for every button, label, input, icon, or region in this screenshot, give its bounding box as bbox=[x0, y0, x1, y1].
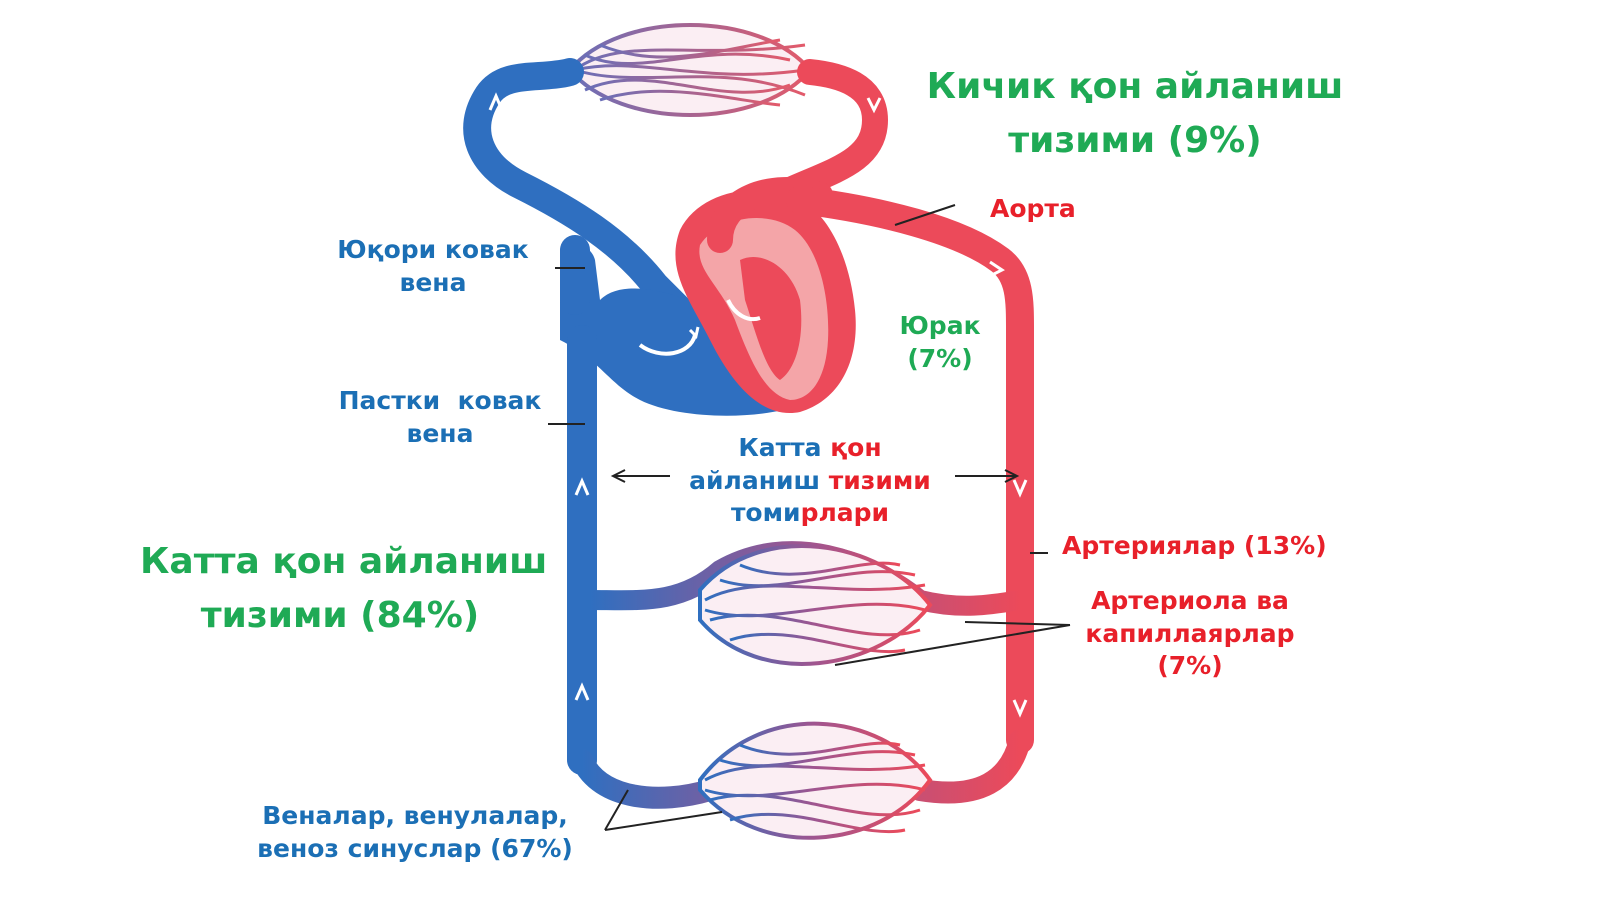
arrow-right-icon bbox=[1004, 469, 1020, 483]
center-line1-blue: Катта bbox=[738, 433, 831, 462]
center-label-line2: айланиш тизими bbox=[680, 465, 940, 498]
veins-venules-label: Веналар, венулалар, веноз синуслар (67%) bbox=[255, 800, 575, 865]
superior-vena-line1: Юқори ковак bbox=[337, 235, 529, 264]
systemic-capillary-bed-lower bbox=[571, 721, 1031, 840]
aorta-label: Аорта bbox=[990, 194, 1076, 223]
heart-flow-arrow-icon bbox=[638, 334, 697, 356]
flow-arrow-icon bbox=[1012, 479, 1028, 498]
inferior-vena-line2: вена bbox=[406, 418, 474, 448]
flow-arrow-icon bbox=[866, 97, 882, 114]
center-line3-blue: томи bbox=[730, 498, 801, 527]
pulmonary-label-line2: тизими (9%) bbox=[1008, 120, 1262, 161]
flow-arrow-icon bbox=[574, 682, 590, 701]
pulmonary-circulation-label: Кичик қон айланиш тизими (9%) bbox=[925, 60, 1345, 168]
veins-line1: Веналар, венулалар, bbox=[262, 801, 568, 830]
flow-arrow-icon bbox=[989, 260, 1005, 278]
heart-label-line1: Юрак bbox=[899, 311, 981, 340]
aorta-leader-line bbox=[894, 204, 956, 226]
systemic-circulation-label: Катта қон айланиш тизими (84%) bbox=[140, 535, 548, 643]
arteries-label: Артериялар (13%) bbox=[1062, 531, 1327, 560]
heart-flow-arrow-icon bbox=[726, 299, 761, 321]
pulmonary-capillary-bed bbox=[567, 23, 813, 117]
flow-arrow-icon bbox=[488, 92, 504, 111]
heart-flow-arrow-icon bbox=[688, 326, 700, 339]
capillary-leader-line bbox=[834, 624, 1071, 666]
superior-vena-line2: вена bbox=[399, 267, 467, 297]
veins-line2: веноз синуслар (67%) bbox=[257, 833, 573, 863]
veins-leader-line bbox=[604, 789, 629, 831]
center-line2-blue: айланиш bbox=[689, 465, 829, 495]
leader-lines bbox=[548, 204, 1071, 831]
flow-arrow-icon bbox=[1012, 699, 1028, 718]
arteriole-leader-line bbox=[964, 621, 1071, 626]
pulmonary-artery-loop bbox=[463, 58, 704, 334]
arrow-left-icon bbox=[610, 469, 626, 483]
heart-label-line2: (7%) bbox=[907, 343, 973, 373]
inferior-vena-cava-label: Пастки ковак вена bbox=[330, 385, 550, 450]
arterioles-line2: капиллаярлар bbox=[1085, 618, 1295, 648]
arterioles-line1: Артериола ва bbox=[1091, 586, 1289, 615]
center-label-line1: Катта қон bbox=[680, 432, 940, 465]
flow-arrow-icon bbox=[574, 477, 590, 496]
venules-leader-line bbox=[604, 811, 723, 831]
center-line2-red: тизими bbox=[828, 465, 931, 495]
pulmonary-label-line1: Кичик қон айланиш bbox=[926, 66, 1344, 107]
inferior-vena-line1: Пастки ковак bbox=[338, 386, 542, 415]
center-line1-red: қон bbox=[830, 433, 882, 462]
systemic-label-line1: Катта қон айланиш bbox=[140, 541, 548, 582]
vena-cava bbox=[567, 325, 597, 775]
systemic-capillary-bed-upper bbox=[580, 541, 1030, 666]
superior-vena-cava-label: Юқори ковак вена bbox=[328, 234, 538, 299]
arterioles-capillaries-label: Артериола ва капиллаярлар (7%) bbox=[1085, 585, 1295, 683]
center-line3-red: рлари bbox=[800, 498, 890, 527]
arterioles-line3: (7%) bbox=[1157, 651, 1223, 680]
heart bbox=[560, 177, 856, 416]
systemic-label-line2: тизими (84%) bbox=[200, 595, 480, 636]
systemic-vessels-label: Катта қон айланиш тизими томирлари bbox=[680, 432, 940, 530]
aorta bbox=[786, 186, 1034, 754]
center-label-line3: томирлари bbox=[680, 497, 940, 530]
heart-label: Юрак (7%) bbox=[885, 310, 995, 375]
